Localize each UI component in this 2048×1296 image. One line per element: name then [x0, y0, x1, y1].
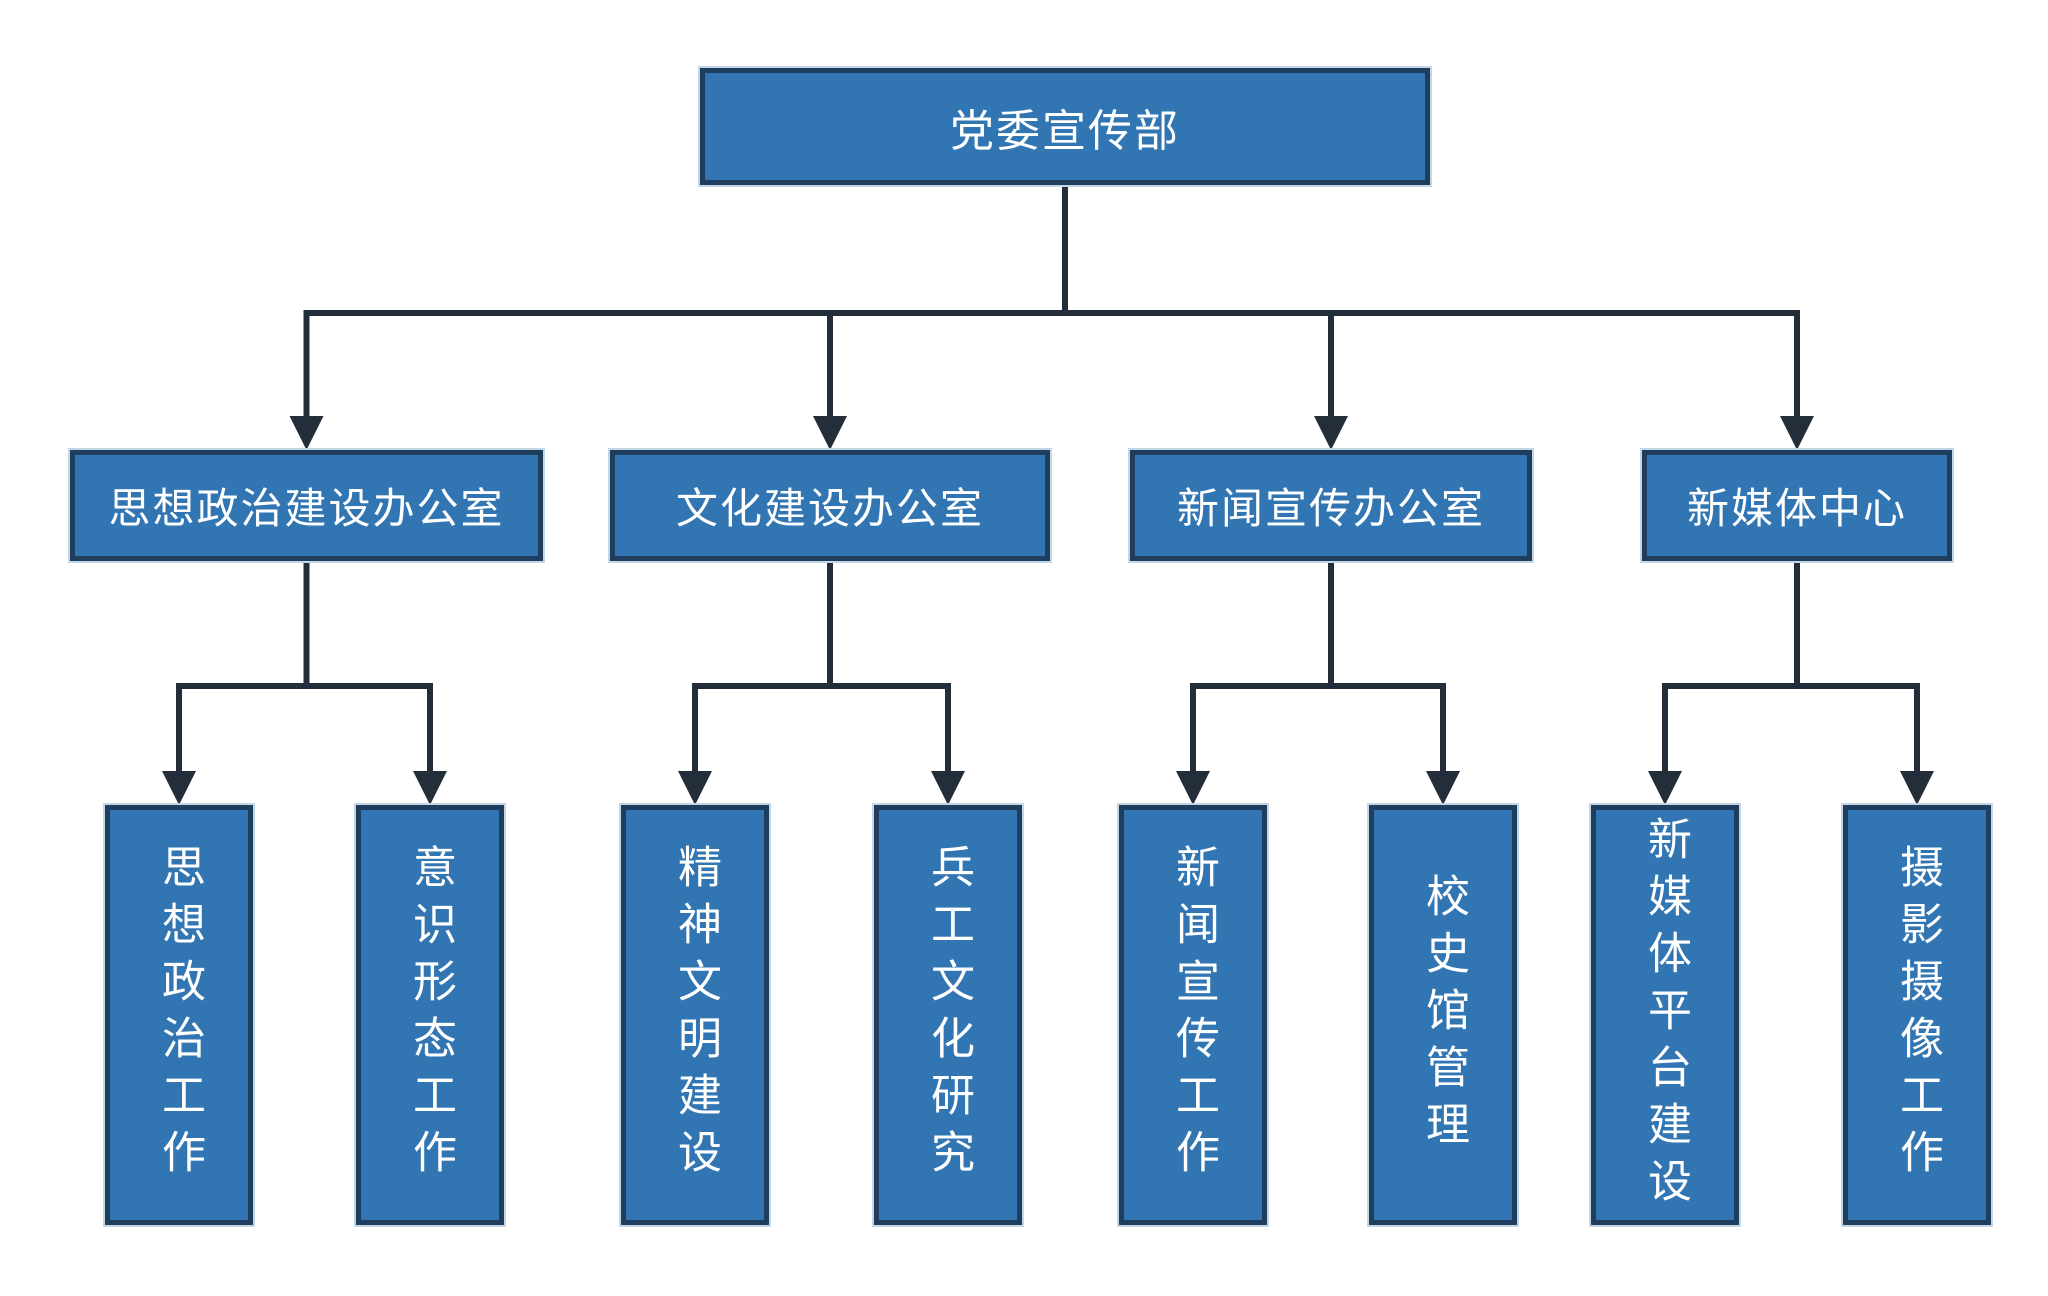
- org-node-label: 新媒体平台建设: [1641, 815, 1690, 1215]
- org-node-label: 新闻宣传工作: [1169, 844, 1218, 1186]
- arrowhead-office2: [813, 416, 847, 450]
- org-node-label: 兵工文化研究: [924, 844, 973, 1186]
- org-node-label: 文化建设办公室: [675, 485, 984, 532]
- org-node-label: 思想政治建设办公室: [108, 485, 505, 532]
- arrowhead-task6: [1426, 771, 1460, 805]
- arrowhead-task4: [931, 771, 965, 805]
- org-node-label: 新闻宣传办公室: [1176, 485, 1485, 532]
- org-node-task-photo-video-work: 摄影摄像工作: [1843, 805, 1991, 1225]
- arrowhead-office4: [1780, 416, 1814, 450]
- arrowhead-task8: [1900, 771, 1934, 805]
- org-node-root-label: 党委宣传部: [950, 106, 1180, 156]
- org-node-root: 党委宣传部: [700, 68, 1430, 185]
- arrowhead-task7: [1648, 771, 1682, 805]
- arrowhead-task1: [162, 771, 196, 805]
- org-node-new-media-center: 新媒体中心: [1642, 450, 1952, 561]
- arrowhead-task5: [1176, 771, 1210, 805]
- org-node-label: 意识形态工作: [406, 844, 455, 1186]
- org-node-task-news-publicity-work: 新闻宣传工作: [1119, 805, 1267, 1225]
- org-node-office-ideology: 思想政治建设办公室: [70, 450, 543, 561]
- org-node-office-culture: 文化建设办公室: [610, 450, 1050, 561]
- org-node-label: 新媒体中心: [1686, 485, 1907, 532]
- arrowhead-task3: [678, 771, 712, 805]
- org-node-label: 摄影摄像工作: [1893, 844, 1942, 1186]
- arrowhead-task2: [413, 771, 447, 805]
- org-node-task-new-media-platform: 新媒体平台建设: [1591, 805, 1739, 1225]
- org-node-task-bingong-culture-research: 兵工文化研究: [874, 805, 1022, 1225]
- arrowhead-office3: [1314, 416, 1348, 450]
- org-node-label: 思想政治工作: [155, 844, 204, 1186]
- org-node-label: 精神文明建设: [671, 844, 720, 1186]
- org-node-task-spiritual-civilization: 精神文明建设: [621, 805, 769, 1225]
- org-node-task-ideology-work: 意识形态工作: [356, 805, 504, 1225]
- org-node-task-history-museum-management: 校史馆管理: [1369, 805, 1517, 1225]
- org-node-task-ideological-political-work: 思想政治工作: [105, 805, 253, 1225]
- org-node-label: 校史馆管理: [1419, 872, 1468, 1158]
- org-node-office-news: 新闻宣传办公室: [1130, 450, 1532, 561]
- arrowhead-office1: [289, 416, 324, 450]
